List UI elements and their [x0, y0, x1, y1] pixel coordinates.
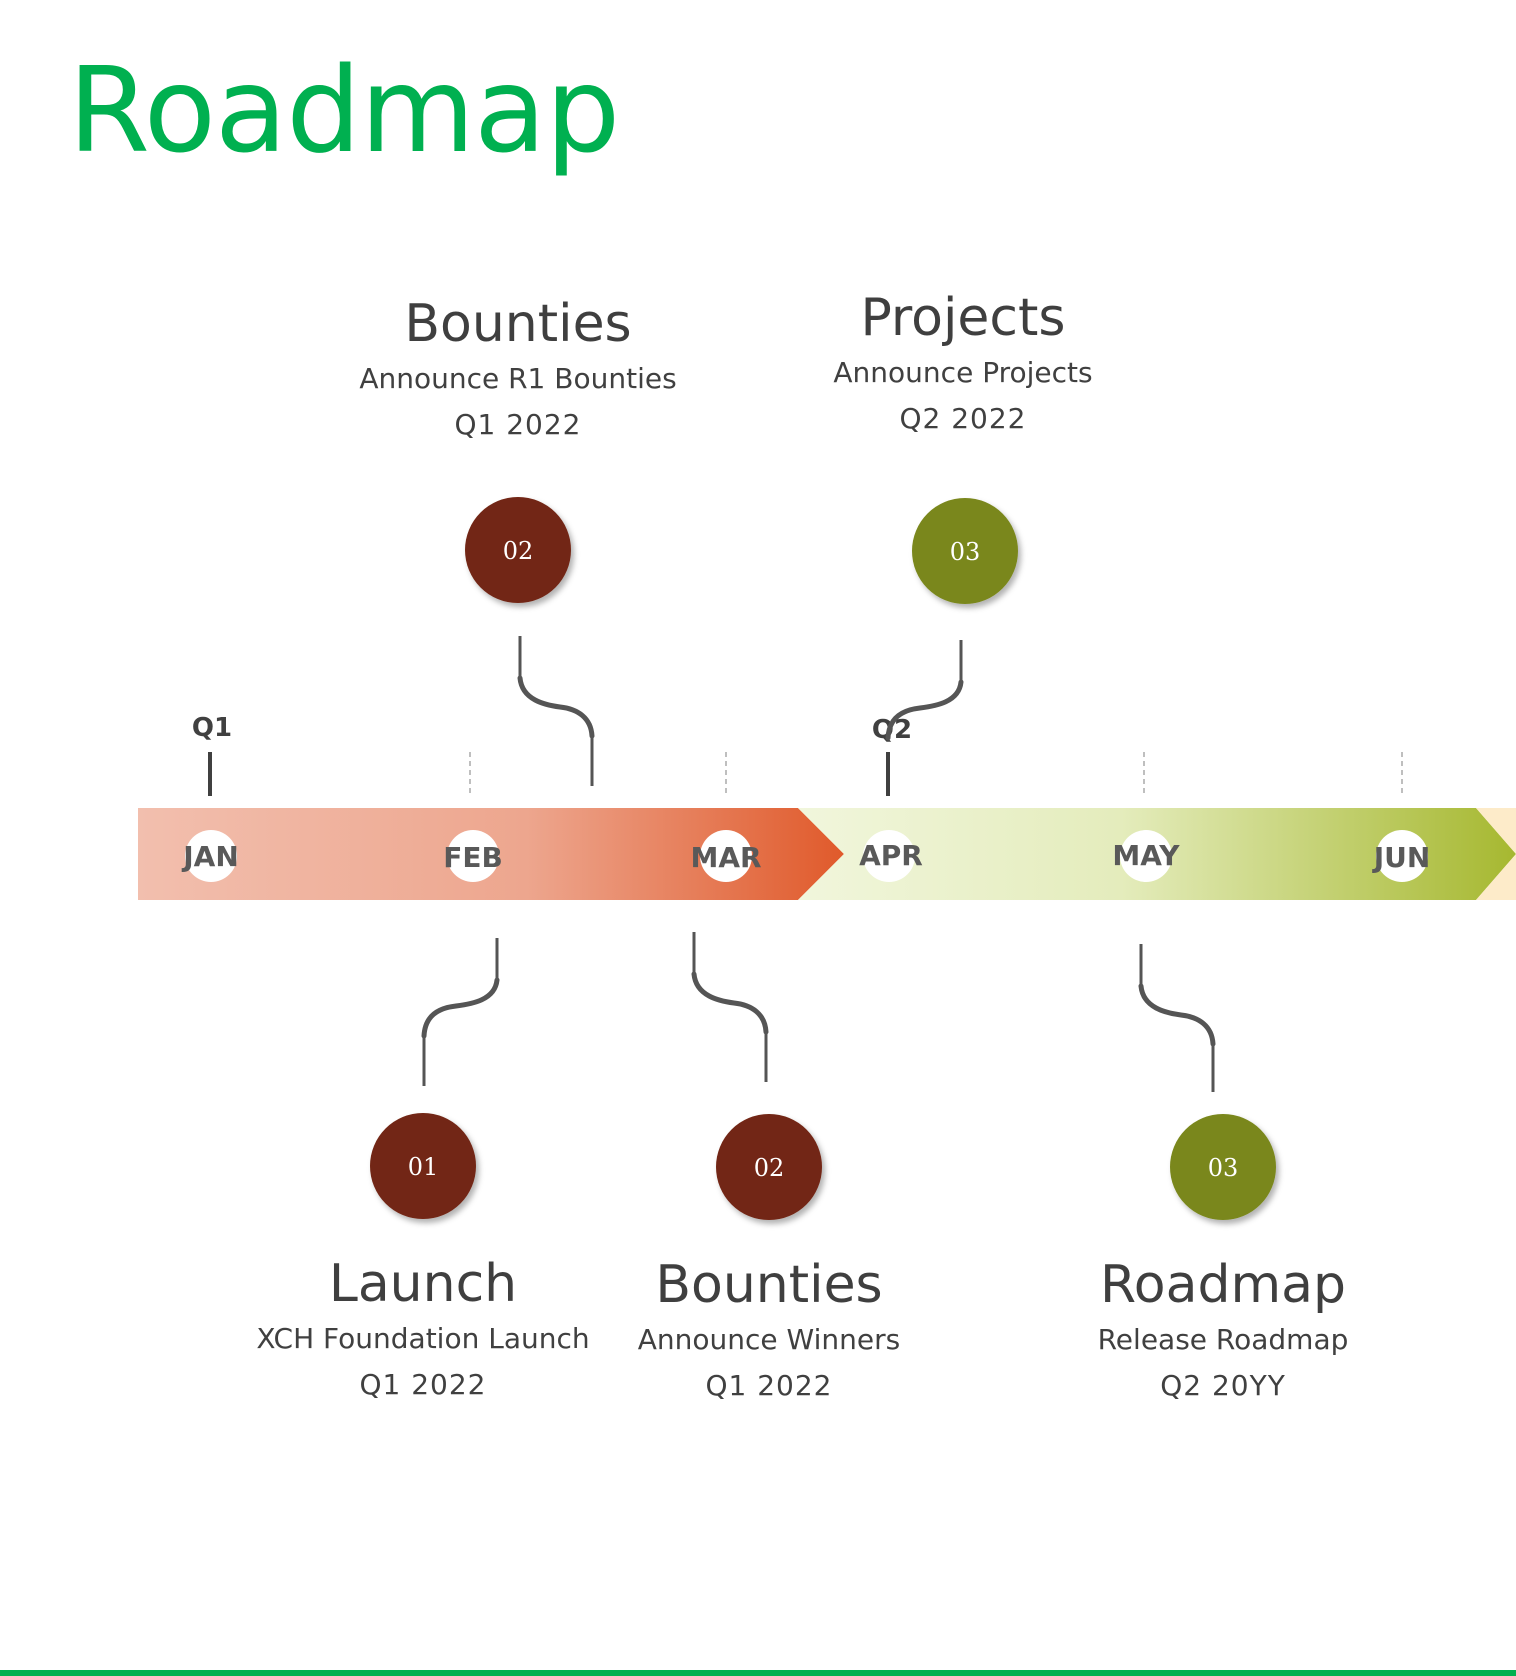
milestone-description: XCH Foundation Launch	[256, 1322, 590, 1355]
milestone-marker-bounties-top: 02	[465, 497, 571, 603]
milestone-title: Roadmap	[1099, 1255, 1346, 1315]
quarter-label-q1: Q1	[192, 713, 232, 743]
milestone-marker-projects: 03	[912, 498, 1018, 604]
milestone-launch: Launch XCH Foundation Launch Q1 2022	[203, 1252, 643, 1408]
month-label-apr: APR	[859, 839, 923, 872]
month-label-feb: FEB	[443, 841, 503, 874]
milestone-title: Launch	[328, 1254, 518, 1314]
milestone-bounties-winners: Bounties Announce Winners Q1 2022	[549, 1253, 989, 1409]
month-feb: FEB	[443, 830, 503, 882]
milestone-number: 02	[503, 537, 534, 565]
next-band-edge	[1476, 808, 1516, 900]
milestone-bounties-r1: Bounties Announce R1 Bounties Q1 2022	[298, 292, 738, 448]
milestone-number: 03	[1208, 1154, 1239, 1182]
milestone-title: Projects	[860, 288, 1066, 348]
connector-bounties-bottom-curve	[691, 971, 769, 1035]
milestone-period: Q1 2022	[705, 1369, 833, 1402]
milestone-marker-bounties-bottom: 02	[716, 1114, 822, 1220]
bottom-rule	[0, 1670, 1516, 1676]
milestone-number: 02	[754, 1154, 785, 1182]
connector-launch-curve	[421, 977, 500, 1039]
month-jun: JUN	[1372, 830, 1431, 882]
milestone-description: Announce Projects	[833, 356, 1093, 389]
connector-bounties-top-curve	[517, 675, 595, 739]
milestone-number: 01	[408, 1153, 439, 1181]
milestone-title: Bounties	[404, 294, 632, 354]
month-label-may: MAY	[1112, 839, 1180, 872]
milestone-description: Release Roadmap	[1097, 1323, 1349, 1356]
month-jan: JAN	[181, 830, 239, 882]
milestone-marker-roadmap: 03	[1170, 1114, 1276, 1220]
milestone-marker-launch: 01	[370, 1113, 476, 1219]
milestone-description: Announce Winners	[637, 1323, 901, 1356]
month-label-mar: MAR	[690, 841, 761, 874]
page-title: Roadmap	[68, 41, 620, 179]
connector-roadmap-curve	[1138, 983, 1216, 1047]
month-label-jan: JAN	[181, 840, 239, 873]
milestone-period: Q1 2022	[359, 1368, 487, 1401]
milestone-period: Q2 2022	[899, 402, 1027, 435]
month-may: MAY	[1112, 830, 1180, 882]
month-mar: MAR	[690, 830, 762, 882]
milestone-roadmap: Roadmap Release Roadmap Q2 20YY	[1003, 1253, 1443, 1409]
connector-projects-curve	[885, 679, 964, 741]
milestone-period: Q2 20YY	[1160, 1369, 1286, 1402]
month-label-jun: JUN	[1372, 841, 1431, 874]
milestone-number: 03	[950, 538, 981, 566]
milestone-period: Q1 2022	[454, 408, 582, 441]
month-apr: APR	[859, 830, 923, 882]
milestone-description: Announce R1 Bounties	[359, 362, 677, 395]
milestone-title: Bounties	[655, 1255, 883, 1315]
milestone-projects: Projects Announce Projects Q2 2022	[743, 286, 1183, 442]
